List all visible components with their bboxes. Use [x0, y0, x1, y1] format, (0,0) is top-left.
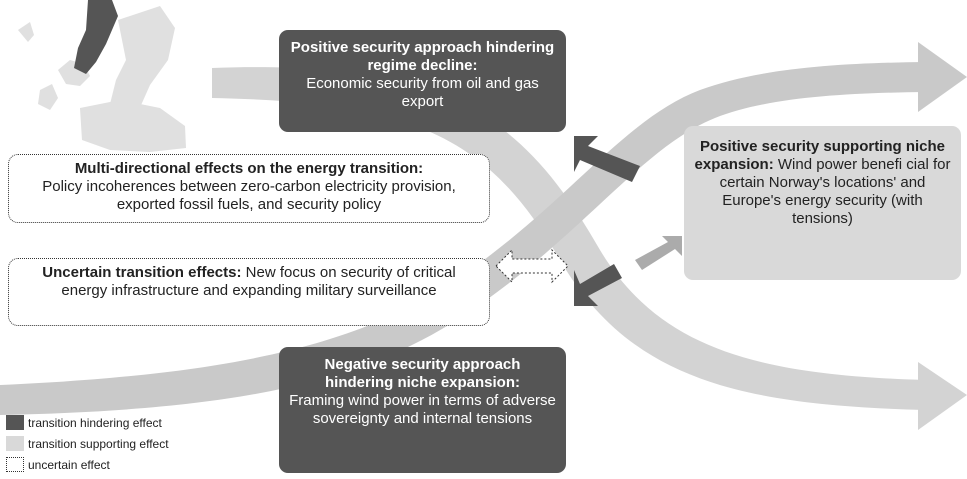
niche-hindering-body: Framing wind power in terms of adverse s… [289, 392, 556, 427]
legend: transition hindering effect transition s… [6, 412, 169, 475]
legend-row-uncertain: uncertain effect [6, 454, 169, 475]
regime-arrow [212, 67, 967, 430]
multi-directional-title: Multi-directional effects on the energy … [74, 160, 424, 177]
bidirectional-uncertain-arrow [495, 248, 569, 284]
niche-hindering-box: Negative security approach hindering nic… [279, 347, 566, 473]
supporting-arrow [635, 236, 682, 270]
niche-supporting-title: Positive security supporting niche expan… [694, 138, 946, 173]
legend-row-supporting: transition supporting effect [6, 433, 169, 454]
uncertain-effects-body: New focus on security of critical energy… [61, 264, 456, 299]
niche-hindering-title: Negative security approach hindering nic… [324, 356, 521, 391]
legend-label-supporting: transition supporting effect [28, 436, 169, 451]
legend-swatch-hindering [6, 415, 24, 430]
hindering-arrow-up [574, 136, 640, 182]
multi-directional-box: Multi-directional effects on the energy … [8, 154, 490, 223]
hindering-arrow-down [574, 264, 622, 306]
europe-map-icon [18, 0, 186, 152]
legend-row-hindering: transition hindering effect [6, 412, 169, 433]
legend-label-hindering: transition hindering effect [28, 415, 162, 430]
legend-swatch-supporting [6, 436, 24, 451]
niche-supporting-body: Wind power benefi cial for certain Norwa… [719, 156, 951, 227]
legend-swatch-uncertain [6, 457, 24, 472]
niche-arrow [0, 42, 967, 415]
regime-decline-box: Positive security approach hindering reg… [279, 30, 566, 132]
uncertain-effects-box: Uncertain transition effects: New focus … [8, 258, 490, 326]
regime-decline-body: Economic security from oil and gas expor… [306, 75, 539, 110]
uncertain-effects-title: Uncertain transition effects: [42, 264, 242, 281]
multi-directional-body: Policy incoherences between zero-carbon … [42, 178, 456, 213]
norway-highlight [74, 0, 118, 74]
niche-supporting-box: Positive security supporting niche expan… [684, 126, 961, 280]
regime-decline-title: Positive security approach hindering reg… [290, 39, 555, 74]
legend-label-uncertain: uncertain effect [28, 457, 110, 472]
